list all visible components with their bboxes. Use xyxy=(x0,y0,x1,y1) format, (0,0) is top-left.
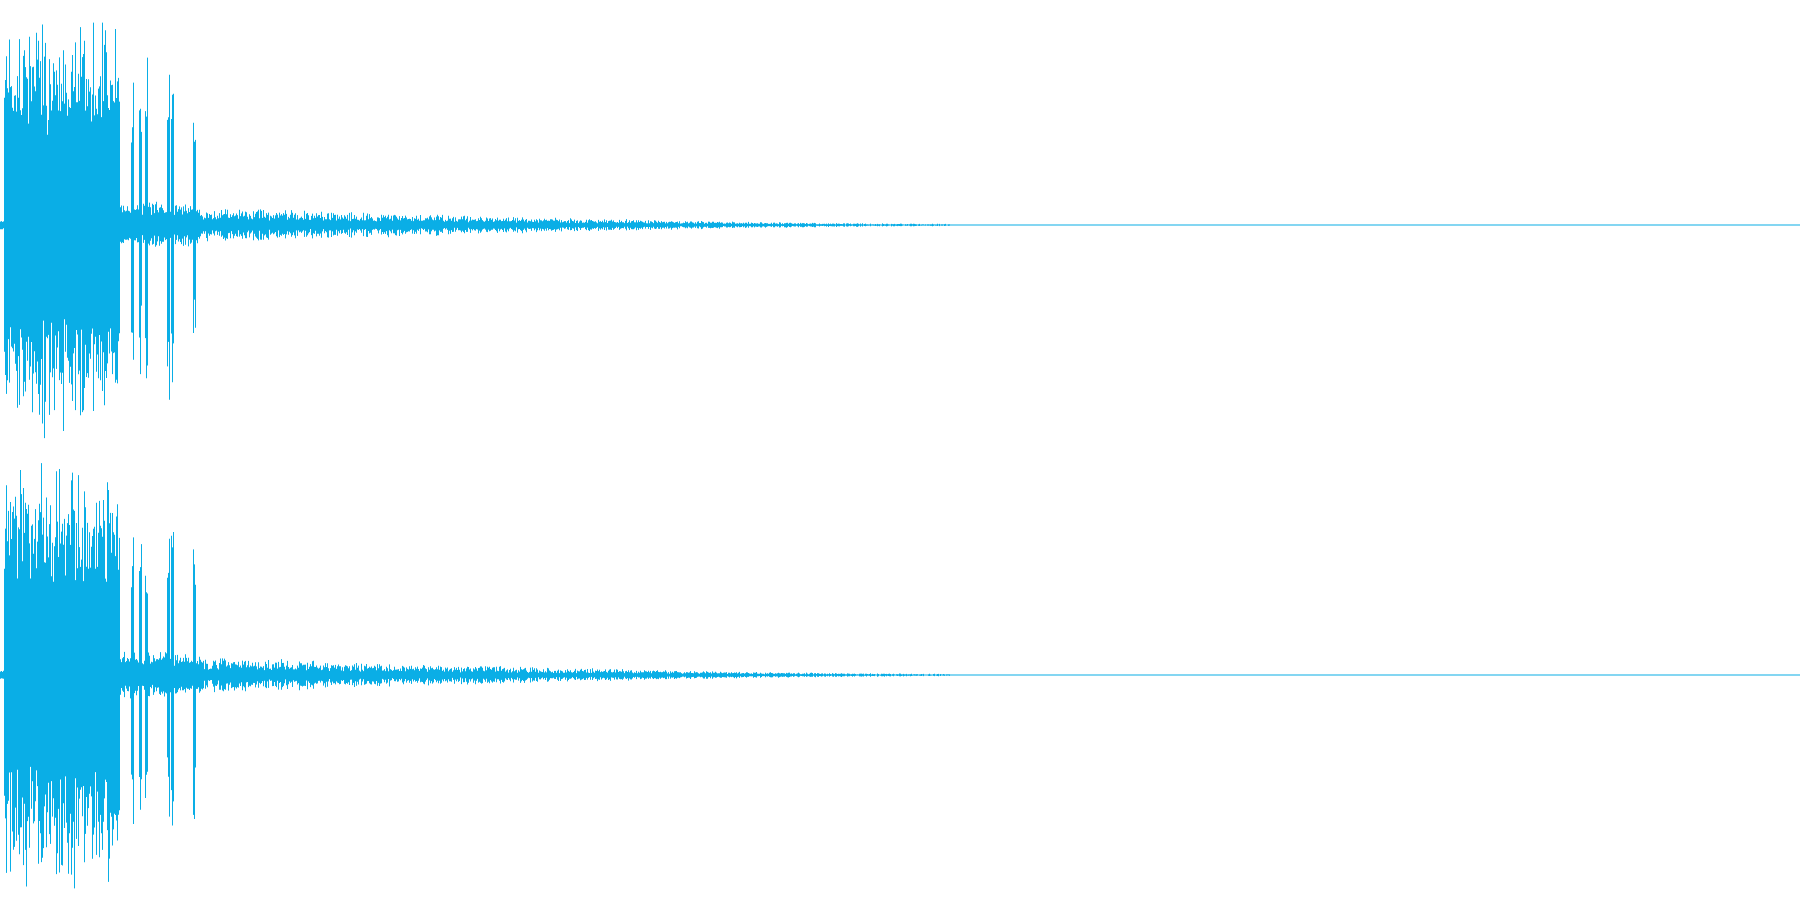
channel-right-waveform xyxy=(0,463,1800,889)
channel-left-waveform xyxy=(0,22,1800,439)
waveform-trace xyxy=(0,463,950,889)
waveform-trace xyxy=(0,22,950,439)
